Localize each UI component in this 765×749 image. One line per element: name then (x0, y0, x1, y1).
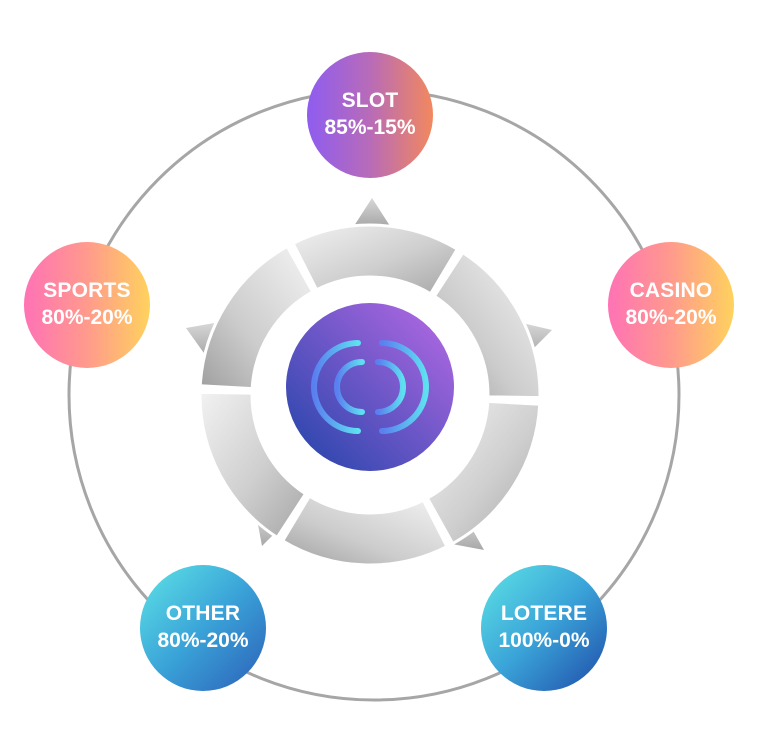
node-lotere: LOTERE 100%-0% (481, 565, 607, 691)
node-casino-label: CASINO (629, 279, 713, 302)
gear-segment (425, 399, 542, 546)
node-other: OTHER 80%-20% (140, 565, 266, 691)
gear-ring (198, 223, 542, 567)
node-casino: CASINO 80%-20% (608, 242, 734, 368)
gear-segment (432, 250, 542, 400)
node-other-ratio: 80%-20% (157, 629, 249, 652)
gear-segment (198, 390, 308, 540)
node-sports-ratio: 80%-20% (41, 306, 133, 329)
center-circle (286, 303, 454, 471)
node-slot-ratio: 85%-15% (324, 116, 416, 139)
node-casino-ratio: 80%-20% (625, 306, 717, 329)
node-other-label: OTHER (165, 602, 241, 625)
node-sports-label: SPORTS (43, 279, 131, 302)
node-lotere-ratio: 100%-0% (498, 629, 590, 652)
node-slot-label: SLOT (341, 89, 399, 112)
gear-segment (291, 223, 460, 296)
brand-logo-icon (311, 340, 429, 434)
node-lotere-label: LOTERE (500, 602, 588, 625)
node-sports: SPORTS 80%-20% (24, 242, 150, 368)
gear-segment (198, 244, 315, 391)
gear-segment (280, 494, 449, 567)
node-slot: SLOT 85%-15% (307, 52, 433, 178)
